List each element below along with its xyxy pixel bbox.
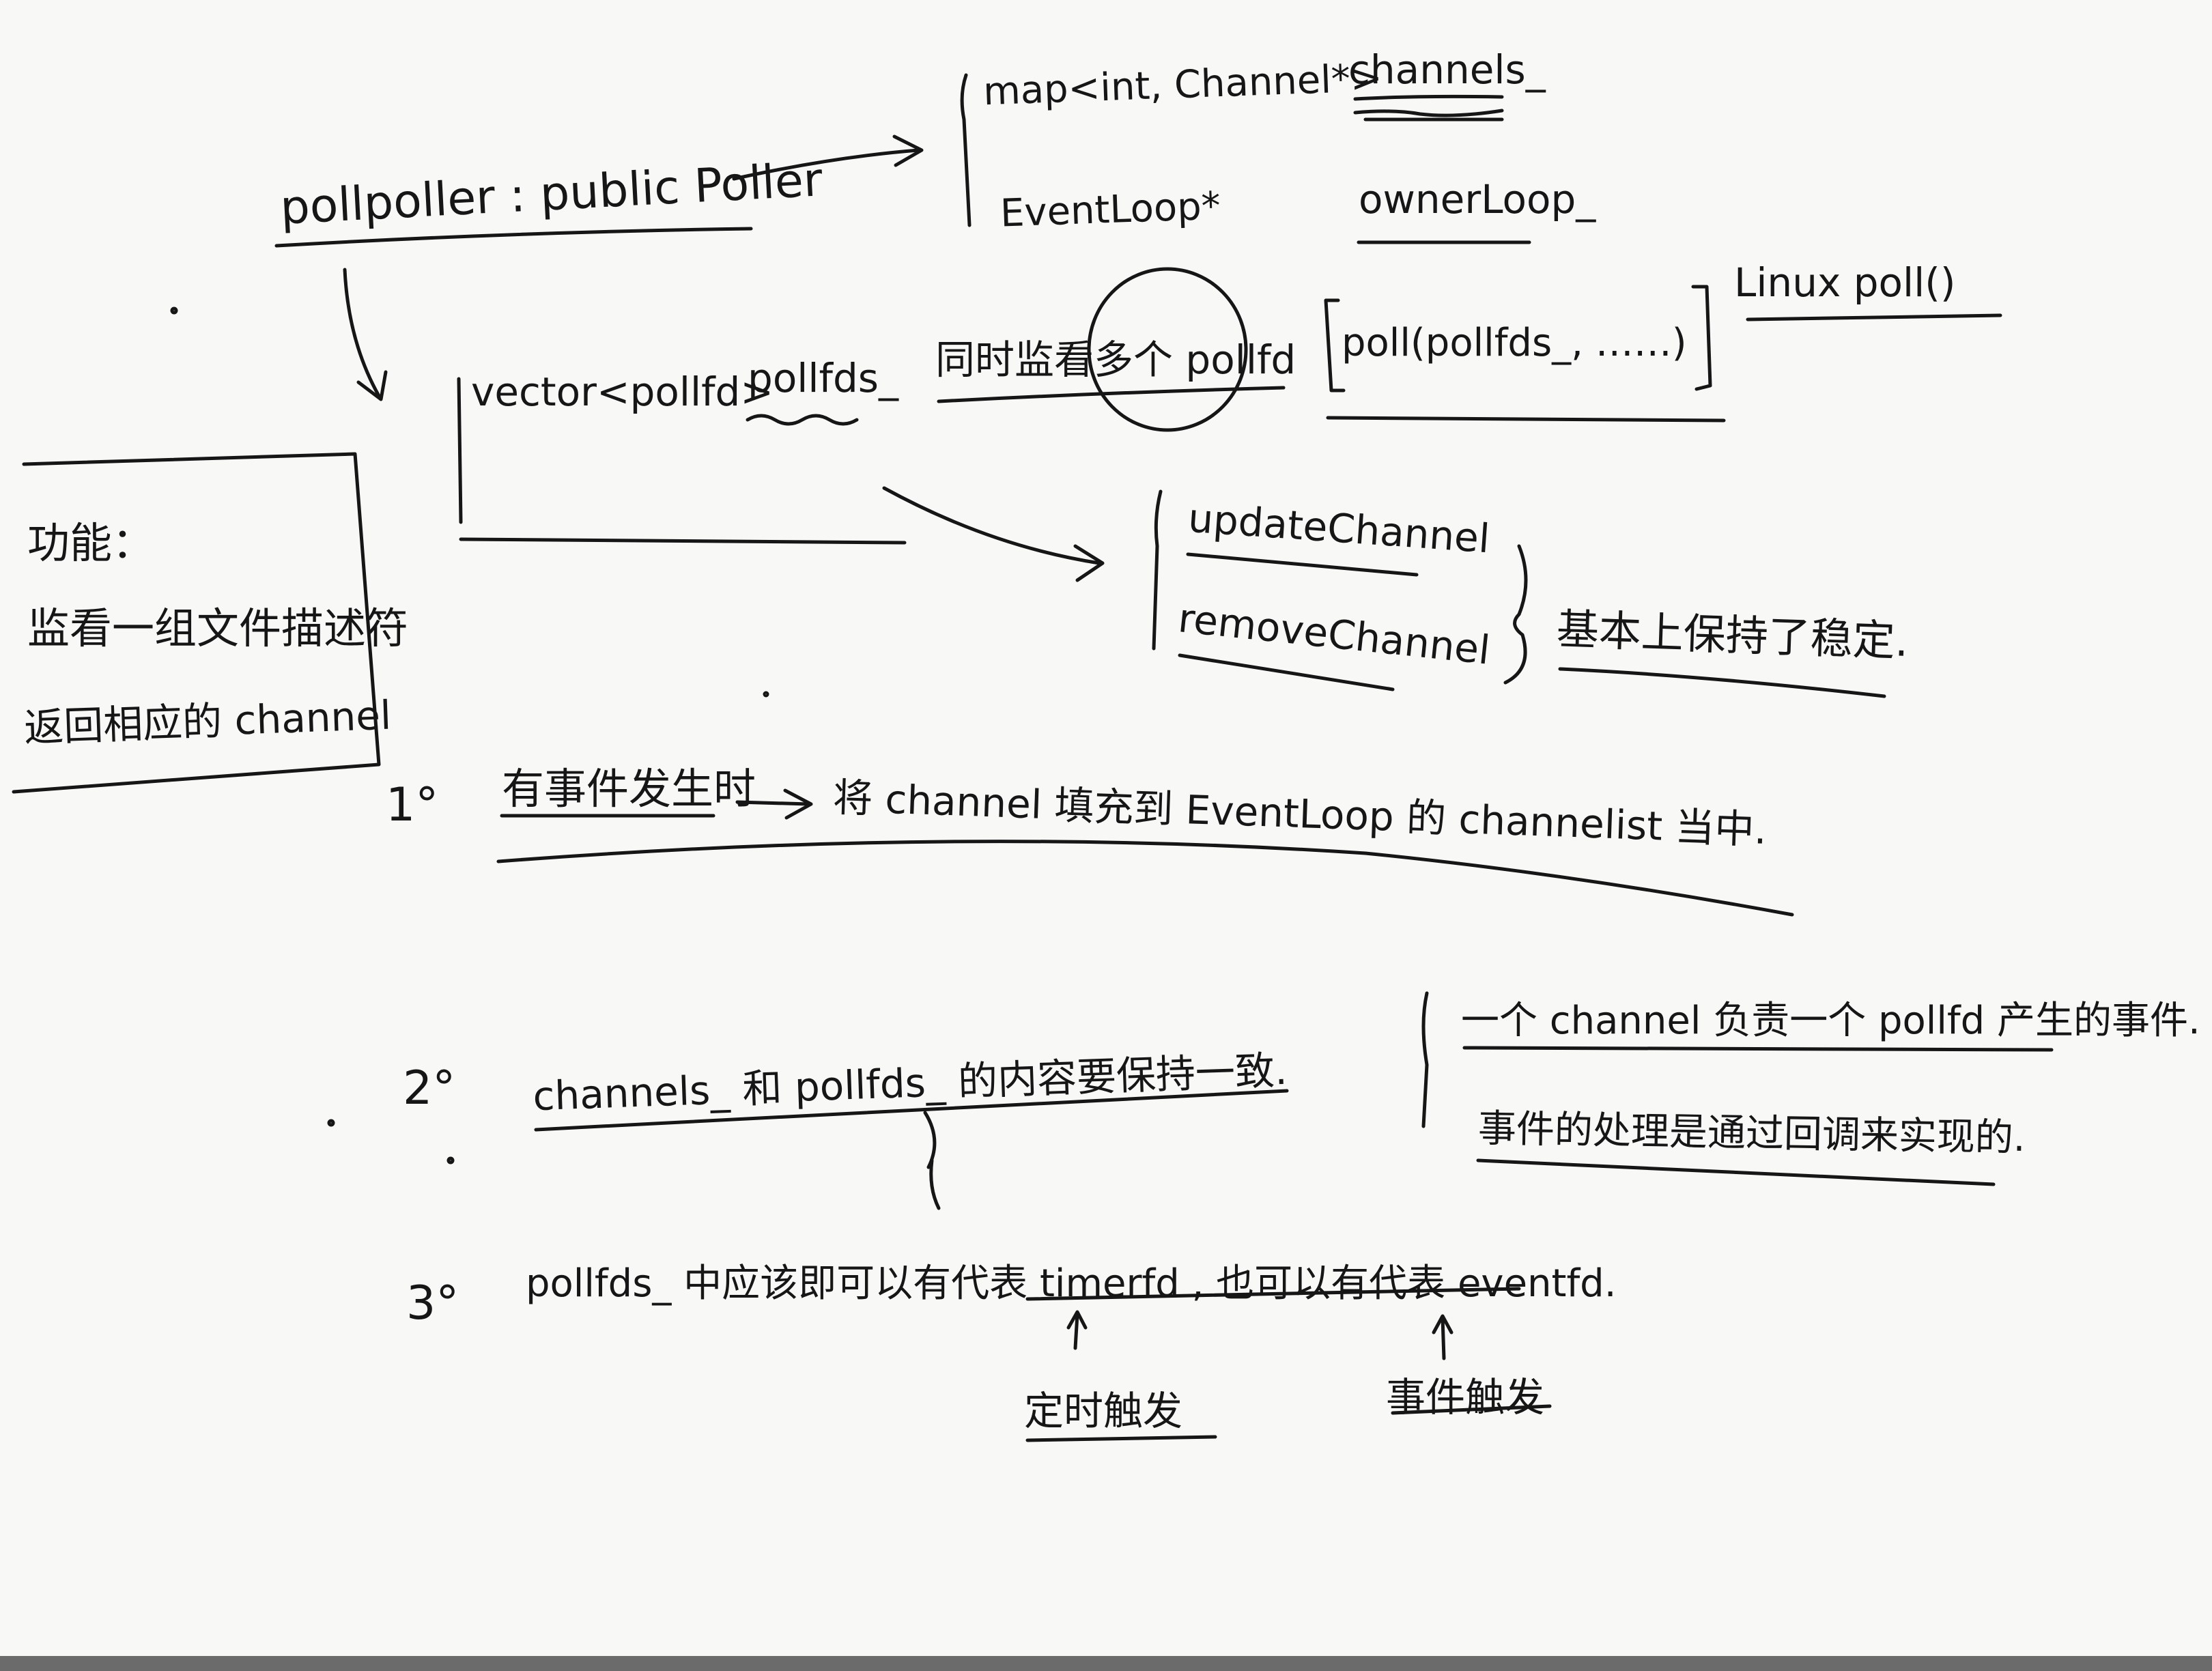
class-underline xyxy=(274,227,753,248)
pollfd-note: 同时监看多个 pollfd xyxy=(935,337,1296,383)
point2-number: 2° xyxy=(403,1061,456,1115)
poll-call: poll(pollfds_, ……) xyxy=(1342,321,1687,365)
side-note-underline-2 xyxy=(1476,1158,1996,1186)
timer-arrow xyxy=(1073,1312,1079,1350)
methods-brace xyxy=(1152,489,1163,651)
member-type-vector: vector<pollfd> xyxy=(471,369,774,415)
remove-underline xyxy=(1178,653,1395,691)
member-type-eventloop: EventLoop* xyxy=(999,184,1221,236)
side-note-2: 事件的处理是通过回调来实现的. xyxy=(1477,1106,2026,1160)
member-name-pollfds: pollfds_ xyxy=(748,355,898,401)
side-brace xyxy=(1421,991,1429,1128)
arrow-to-methods xyxy=(882,486,1101,565)
channels-underline xyxy=(1353,94,1504,101)
page-bottom-edge xyxy=(0,1656,2212,1671)
point3-text: pollfds_ 中应该即可以有代表 timerfd , 也可以有代表 even… xyxy=(526,1261,1617,1306)
stable-note: 基本上保持了稳定. xyxy=(1555,604,1910,666)
poll-underline xyxy=(1326,416,1726,423)
linux-poll-underline xyxy=(1746,313,2002,322)
circle-highlight xyxy=(1087,267,1248,432)
member-name-channels: channels_ xyxy=(1348,46,1546,93)
note-brace xyxy=(1503,544,1528,685)
event-underline xyxy=(1391,1404,1552,1415)
vector-brace xyxy=(457,377,463,524)
poll-bracket-left xyxy=(1324,298,1346,392)
side-note-underline-1 xyxy=(1462,1046,2054,1052)
members-brace xyxy=(960,73,972,227)
poll-bracket-right xyxy=(1691,285,1712,391)
arrow-to-members xyxy=(732,148,920,181)
linux-poll-label: Linux poll() xyxy=(1734,259,1956,306)
update-underline xyxy=(1186,552,1419,577)
point2-underline xyxy=(534,1089,1289,1132)
point1-lead: 有事件发生时 xyxy=(502,764,756,814)
point3-underline xyxy=(1025,1287,1521,1301)
function-line1: 监看一组文件描述符 xyxy=(27,603,409,653)
timer-trigger: 定时触发 xyxy=(1024,1388,1183,1434)
point1-number: 1° xyxy=(386,778,439,832)
member-name-ownerloop: ownerLoop_ xyxy=(1359,176,1596,223)
pollfds-wavy xyxy=(746,414,859,426)
stable-underline xyxy=(1558,667,1886,698)
timer-underline xyxy=(1025,1435,1217,1442)
event-arrow xyxy=(1441,1315,1446,1360)
side-note-1: 一个 channel 负责一个 pollfd 产生的事件. xyxy=(1461,999,2200,1043)
function-box xyxy=(12,452,381,794)
point1-underline xyxy=(496,840,1794,917)
point1-arrow xyxy=(735,800,811,806)
point3-number: 3° xyxy=(406,1276,459,1330)
event-trigger: 事件触发 xyxy=(1386,1374,1545,1420)
arrow-down-from-class xyxy=(343,268,381,398)
vector-bottom-line xyxy=(459,537,907,545)
function-title: 功能： xyxy=(27,518,155,568)
